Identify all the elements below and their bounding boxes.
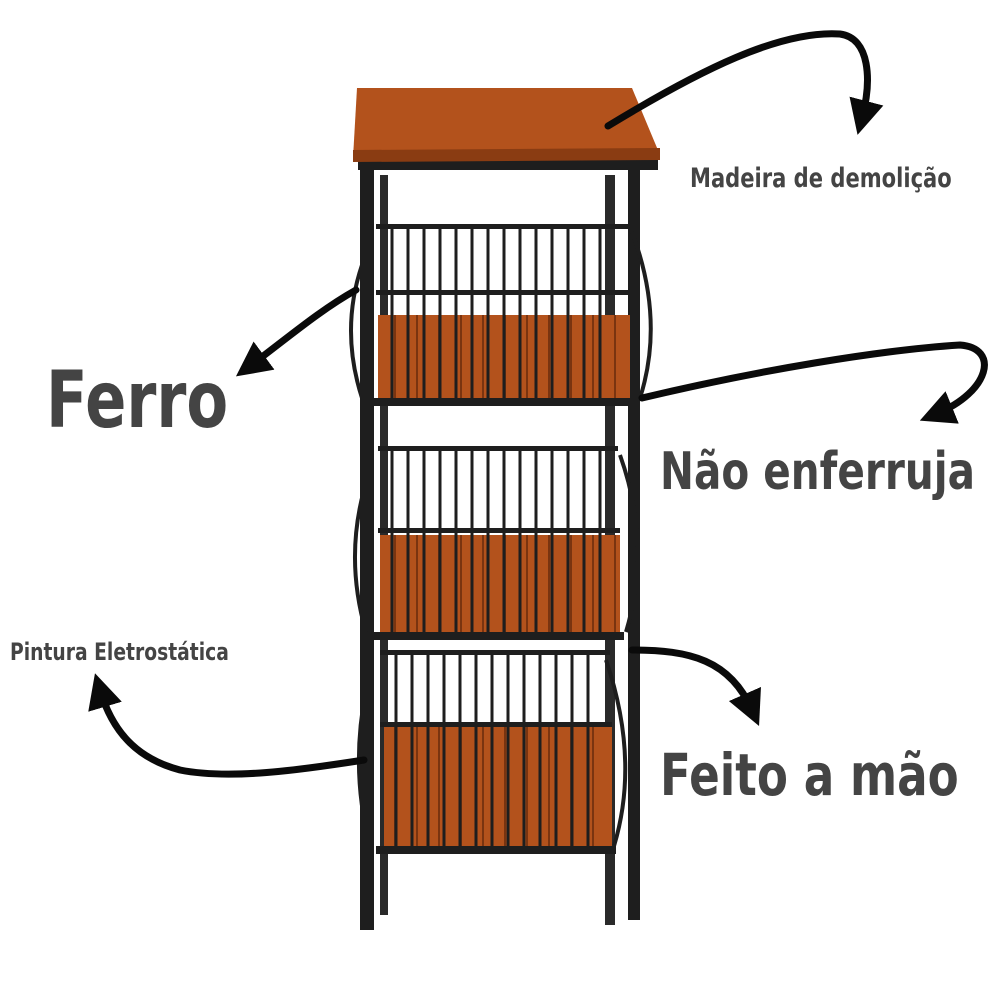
label-madeira-de-demolicao: Madeira de demolição — [690, 163, 952, 194]
arrow-ferro — [235, 286, 360, 377]
basket-tier-2 — [352, 446, 640, 640]
top-wood-board — [353, 88, 660, 162]
basket-wood-base — [384, 725, 612, 850]
arrow-feito — [628, 646, 761, 727]
label-nao-enferruja: Não enferruja — [660, 442, 975, 502]
basket-tier-3 — [356, 650, 628, 854]
callout-arrows — [88, 30, 988, 778]
frame-post-front-left — [360, 160, 374, 930]
arrow-madeira — [604, 30, 884, 135]
frame-post-front-right — [628, 160, 640, 920]
arrow-pintura — [88, 673, 368, 778]
basket-tier-1 — [349, 224, 653, 406]
label-feito-a-mao: Feito a mão — [660, 741, 959, 809]
label-ferro: Ferro — [46, 356, 229, 446]
arrow-nao-enferruja — [638, 341, 988, 424]
basket-wood-base — [380, 535, 620, 635]
label-pintura-eletrostatica: Pintura Eletrostática — [10, 638, 229, 666]
